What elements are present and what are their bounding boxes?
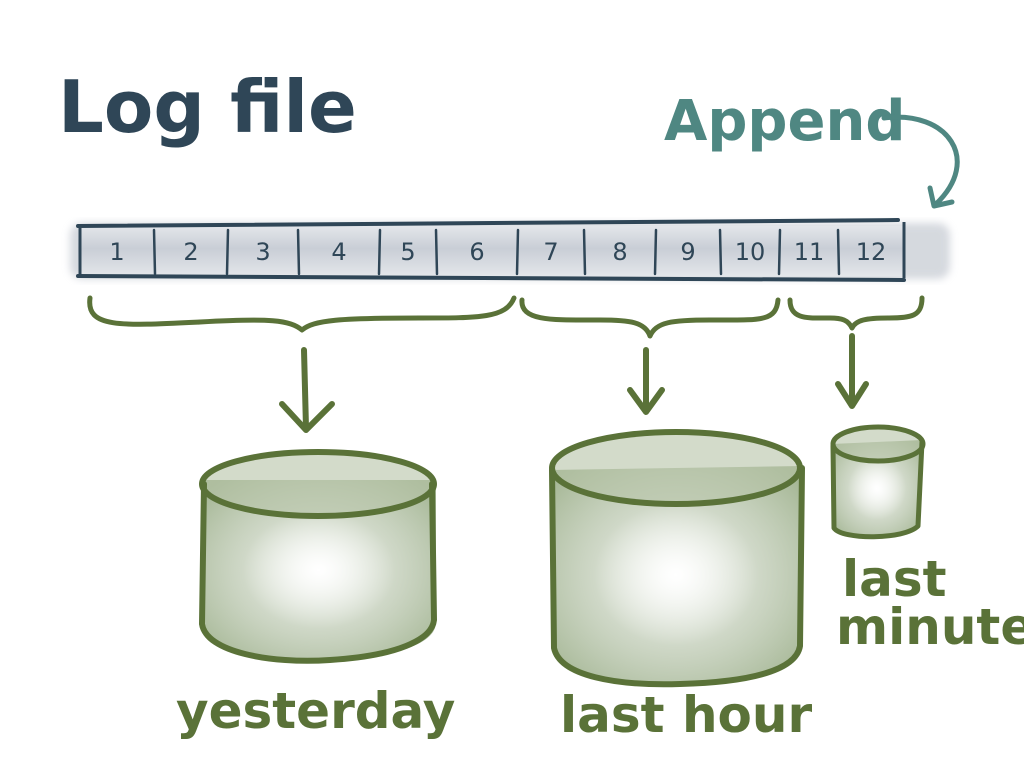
append-label: Append	[664, 89, 905, 154]
log-cell-label: 4	[331, 238, 346, 266]
log-cell-divider	[582, 228, 587, 276]
bucket-label-last-minute-line2: minute	[836, 598, 1024, 656]
arrow-down-icon	[279, 347, 335, 433]
log-cell-divider	[653, 228, 658, 276]
log-cell-divider	[434, 228, 439, 276]
arrow-down-icon	[835, 333, 869, 409]
append-arrow-icon	[881, 114, 960, 209]
bucket-yesterday-tank	[199, 449, 437, 664]
bucket-last-hour-tank	[549, 429, 805, 688]
log-cell-divider	[515, 228, 520, 276]
log-cell-divider	[152, 228, 157, 276]
log-cell-divider	[836, 228, 841, 276]
bucket-label-yesterday: yesterday	[176, 682, 455, 740]
log-cell-label: 1	[109, 238, 124, 266]
log-cell-label: 2	[183, 238, 198, 266]
log-cell-label: 8	[612, 238, 627, 266]
bucket-label-last-hour: last hour	[560, 686, 812, 744]
log-cell-label: 7	[543, 238, 558, 266]
brace-last-minute	[787, 295, 925, 331]
brace-last-hour	[519, 297, 781, 339]
arrow-down-icon	[627, 347, 665, 415]
log-cell-label: 10	[735, 238, 766, 266]
log-cell-label: 9	[680, 238, 695, 266]
log-cell-divider	[777, 228, 782, 276]
log-cell-label: 3	[255, 238, 270, 266]
log-cell-divider	[377, 228, 382, 276]
log-cell-label: 5	[400, 238, 415, 266]
brace-yesterday	[87, 295, 517, 333]
log-cell-label: 12	[856, 238, 887, 266]
log-cell-divider	[718, 228, 723, 276]
log-file-title: Log file	[58, 65, 357, 149]
bucket-label-last-minute-line1: last	[842, 550, 947, 608]
bucket-last-minute-tank	[830, 424, 926, 540]
log-cell-divider	[225, 228, 230, 276]
log-cell-label: 6	[469, 238, 484, 266]
log-cell-divider	[296, 228, 301, 276]
log-cell-label: 11	[794, 238, 825, 266]
